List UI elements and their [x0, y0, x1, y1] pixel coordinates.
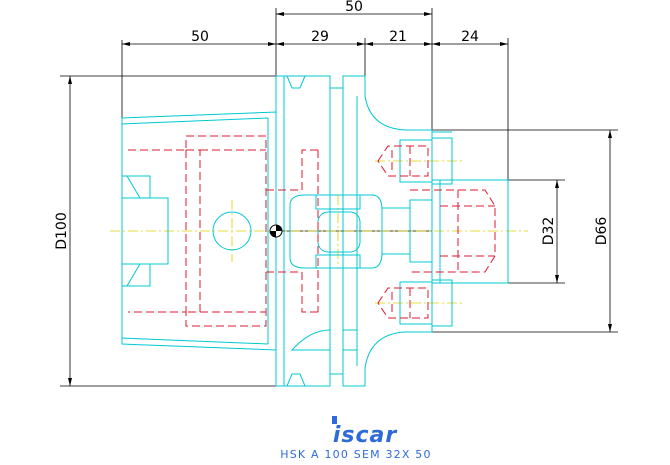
centerlines — [110, 160, 528, 304]
gauge-point-symbol — [269, 224, 283, 238]
nose-bore — [410, 189, 496, 273]
gauge-quadrant — [270, 231, 276, 237]
nose-outline — [431, 179, 509, 284]
arrow-head — [365, 42, 373, 46]
arrow-head — [68, 76, 72, 84]
arrow-head — [424, 12, 432, 16]
bore-hidden — [266, 271, 318, 313]
bore-hidden — [266, 149, 318, 191]
hsk-taper-outline — [121, 111, 277, 351]
shank-cavity — [128, 135, 267, 327]
screw-thread-top — [377, 145, 429, 177]
dim-text-seg-left: 50 — [191, 29, 209, 45]
dim-text-seg-right: 24 — [461, 29, 479, 45]
gauge-quadrant — [276, 225, 282, 231]
arrow-head — [608, 324, 612, 332]
taper-inner-line — [121, 337, 269, 345]
shank-cavity-step — [186, 149, 201, 313]
bore-step — [315, 194, 361, 210]
arrow-head — [432, 42, 440, 46]
drive-slot-notch — [122, 175, 169, 287]
tool-caption: HSK A 100 SEM 32X 50 — [280, 448, 431, 460]
logo-text: iscar — [333, 423, 398, 448]
screw-thread-bottom — [377, 287, 429, 319]
arrow-head — [276, 42, 284, 46]
dim-text-seg-mid1: 29 — [311, 29, 329, 45]
dimension-texts: 50 50 29 21 24 D100 D32 D66 — [54, 0, 610, 250]
arrow-head — [268, 42, 276, 46]
notch-chamfer — [126, 175, 141, 199]
holder-outline — [121, 75, 509, 387]
dimension-lines — [60, 8, 618, 387]
screw-body-top — [431, 137, 453, 185]
dim-text-d100: D100 — [54, 212, 70, 250]
arrow-head — [500, 42, 508, 46]
dim-text-d66: D66 — [594, 217, 610, 246]
screw-body-bottom — [431, 279, 453, 327]
dim-text-d32: D32 — [541, 217, 557, 246]
iscar-logo: iscar — [332, 416, 398, 448]
arrow-head — [122, 42, 130, 46]
arrow-head — [357, 42, 365, 46]
arrow-head — [608, 130, 612, 138]
arrow-head — [276, 12, 284, 16]
taper-inner-line — [121, 117, 269, 125]
orientation-notch — [342, 329, 358, 351]
coolant-slot — [317, 211, 361, 253]
hidden-lines — [128, 135, 496, 327]
logo-dot-mark — [332, 416, 337, 424]
arrow-head — [68, 378, 72, 386]
flange-outline — [275, 75, 433, 387]
bore-step — [315, 254, 361, 269]
v-groove-top — [286, 75, 306, 89]
internal-bore — [289, 194, 383, 269]
arrow-head — [555, 180, 559, 188]
cross-hole — [212, 211, 252, 251]
v-groove-bottom — [286, 373, 306, 387]
notch-chamfer — [126, 263, 141, 287]
bore-neck — [381, 207, 411, 255]
dim-text-top: 50 — [345, 0, 363, 15]
arrow-head — [555, 275, 559, 283]
dim-text-seg-mid2: 21 — [389, 29, 407, 45]
arrow-head — [424, 42, 432, 46]
orientation-notch — [290, 329, 331, 351]
